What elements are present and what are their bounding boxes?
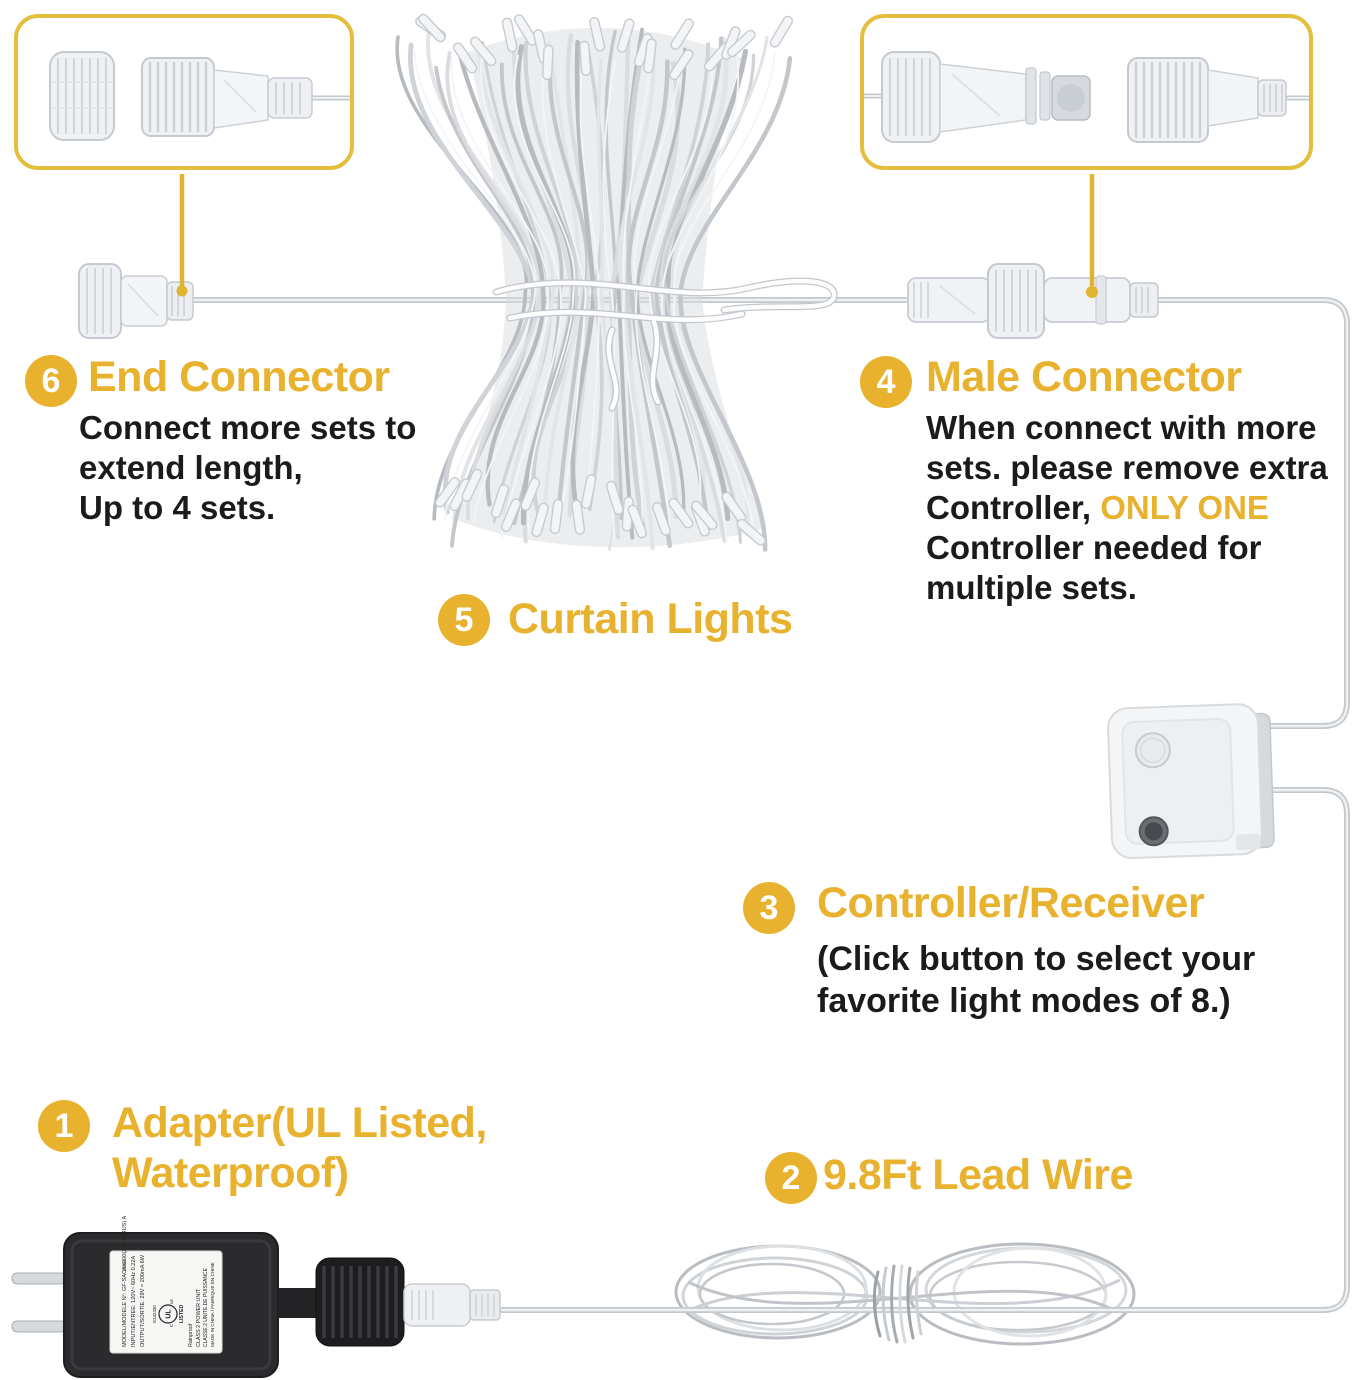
adapter-spec-label-text: MODEL/MODELE N°: GF-SAC6X200(29V-P14US) … (122, 1215, 215, 1347)
item-2-number-badge: 2 (765, 1152, 817, 1204)
item-4-description-line2: sets. please remove extra (926, 449, 1328, 486)
item-4-description-line1: When connect with more (926, 409, 1317, 446)
item-4-line3-highlight: ONLY ONE (1100, 489, 1269, 526)
power-adapter-graphic: MODEL/MODELE N°: GF-SAC6X200(29V-P14US) … (11, 1215, 501, 1378)
adapter-label-class2-fr: CLASSE 2 UNITE DE PUISSANCE (203, 1267, 209, 1347)
item-6-description-line1: Connect more sets to (79, 409, 417, 446)
adapter-plug-prong (11, 1320, 67, 1333)
lead-wire-coil-knot (872, 1264, 923, 1344)
item-2-title: 9.8Ft Lead Wire (823, 1151, 1133, 1199)
item-4-description-line4: Controller needed for (926, 529, 1262, 566)
end-connector-graphic (78, 263, 194, 339)
item-3-number-badge: 3 (743, 882, 795, 934)
item-4-title: Male Connector (926, 353, 1242, 401)
item-1-title-line2: Waterproof) (112, 1149, 349, 1197)
male-connector-detail-callout (860, 14, 1313, 170)
adapter-plug-prong (11, 1272, 67, 1285)
item-4-line3-prefix: Controller, (926, 489, 1101, 526)
adapter-label-class2-en: CLASS 2 POWER UNIT (196, 1288, 202, 1347)
ul-certification-icon (158, 1304, 178, 1324)
item-6-description: Connect more sets to extend length, Up t… (79, 408, 416, 528)
adapter-label-input: INPUT/ENTREE: 120V~ 60Hz 0.22A (131, 1255, 137, 1347)
male-connector-detail-graphic (881, 51, 1287, 143)
bundle-tie-ropes (492, 277, 838, 412)
item-3-title: Controller/Receiver (817, 879, 1205, 927)
end-connector-pointer-dot (176, 285, 188, 297)
item-6-number-badge: 6 (25, 355, 77, 407)
item-6-description-line2: extend length, (79, 449, 303, 486)
end-connector-detail-graphic (49, 51, 313, 141)
adapter-output-connector (403, 1283, 471, 1327)
curtain-lights-bundle (395, 13, 838, 552)
ul-listed-text: LISTED (179, 1305, 185, 1324)
adapter-spec-label (109, 1250, 223, 1354)
male-connector-graphic (907, 263, 1159, 339)
item-4-description-line3: Controller, ONLY ONE (926, 488, 1328, 528)
item-1-title: Adapter(UL Listed, Waterproof) (112, 1098, 487, 1198)
adapter-label-rainproof: Rainproof (188, 1323, 194, 1347)
end-connector-detail-callout (14, 14, 354, 170)
item-3-description-line2: favorite light modes of 8.) (817, 982, 1231, 1020)
ul-c-mark: c (169, 1324, 175, 1327)
item-4-description-line5: multiple sets. (926, 569, 1137, 606)
adapter-label-code: 19091 (122, 1259, 127, 1272)
item-3-description-line1: (Click button to select your (817, 940, 1256, 978)
item-4-description: When connect with more sets. please remo… (926, 408, 1328, 608)
item-5-title: Curtain Lights (508, 595, 793, 643)
item-5-number-badge: 5 (438, 594, 490, 646)
ul-cert-number: E342430 (152, 1305, 157, 1323)
item-3-description: (Click button to select your favorite li… (817, 938, 1255, 1022)
item-4-number-badge: 4 (860, 356, 912, 408)
controller-graphic (1107, 703, 1275, 860)
ul-mark-text: UL (166, 1309, 173, 1319)
male-connector-pointer-dot (1086, 286, 1098, 298)
item-6-description-line3: Up to 4 sets. (79, 489, 276, 526)
adapter-label-output: OUTPUT/SORTIE: 29V = 200mA 6W (140, 1254, 146, 1347)
adapter-label-made-in: MADE IN CHINA / FABRIQUE EN CHINE (210, 1262, 215, 1347)
item-1-number-badge: 1 (38, 1100, 90, 1152)
adapter-label-model: MODEL/MODELE N°: GF-SAC6X200(29V-P14US) … (122, 1215, 128, 1347)
item-6-title: End Connector (88, 353, 390, 401)
lead-wire-coil-graphic (674, 1242, 1136, 1346)
item-1-title-line1: Adapter(UL Listed, (112, 1099, 487, 1147)
pointer-lines (176, 174, 1098, 298)
ul-us-mark: us (169, 1298, 174, 1304)
